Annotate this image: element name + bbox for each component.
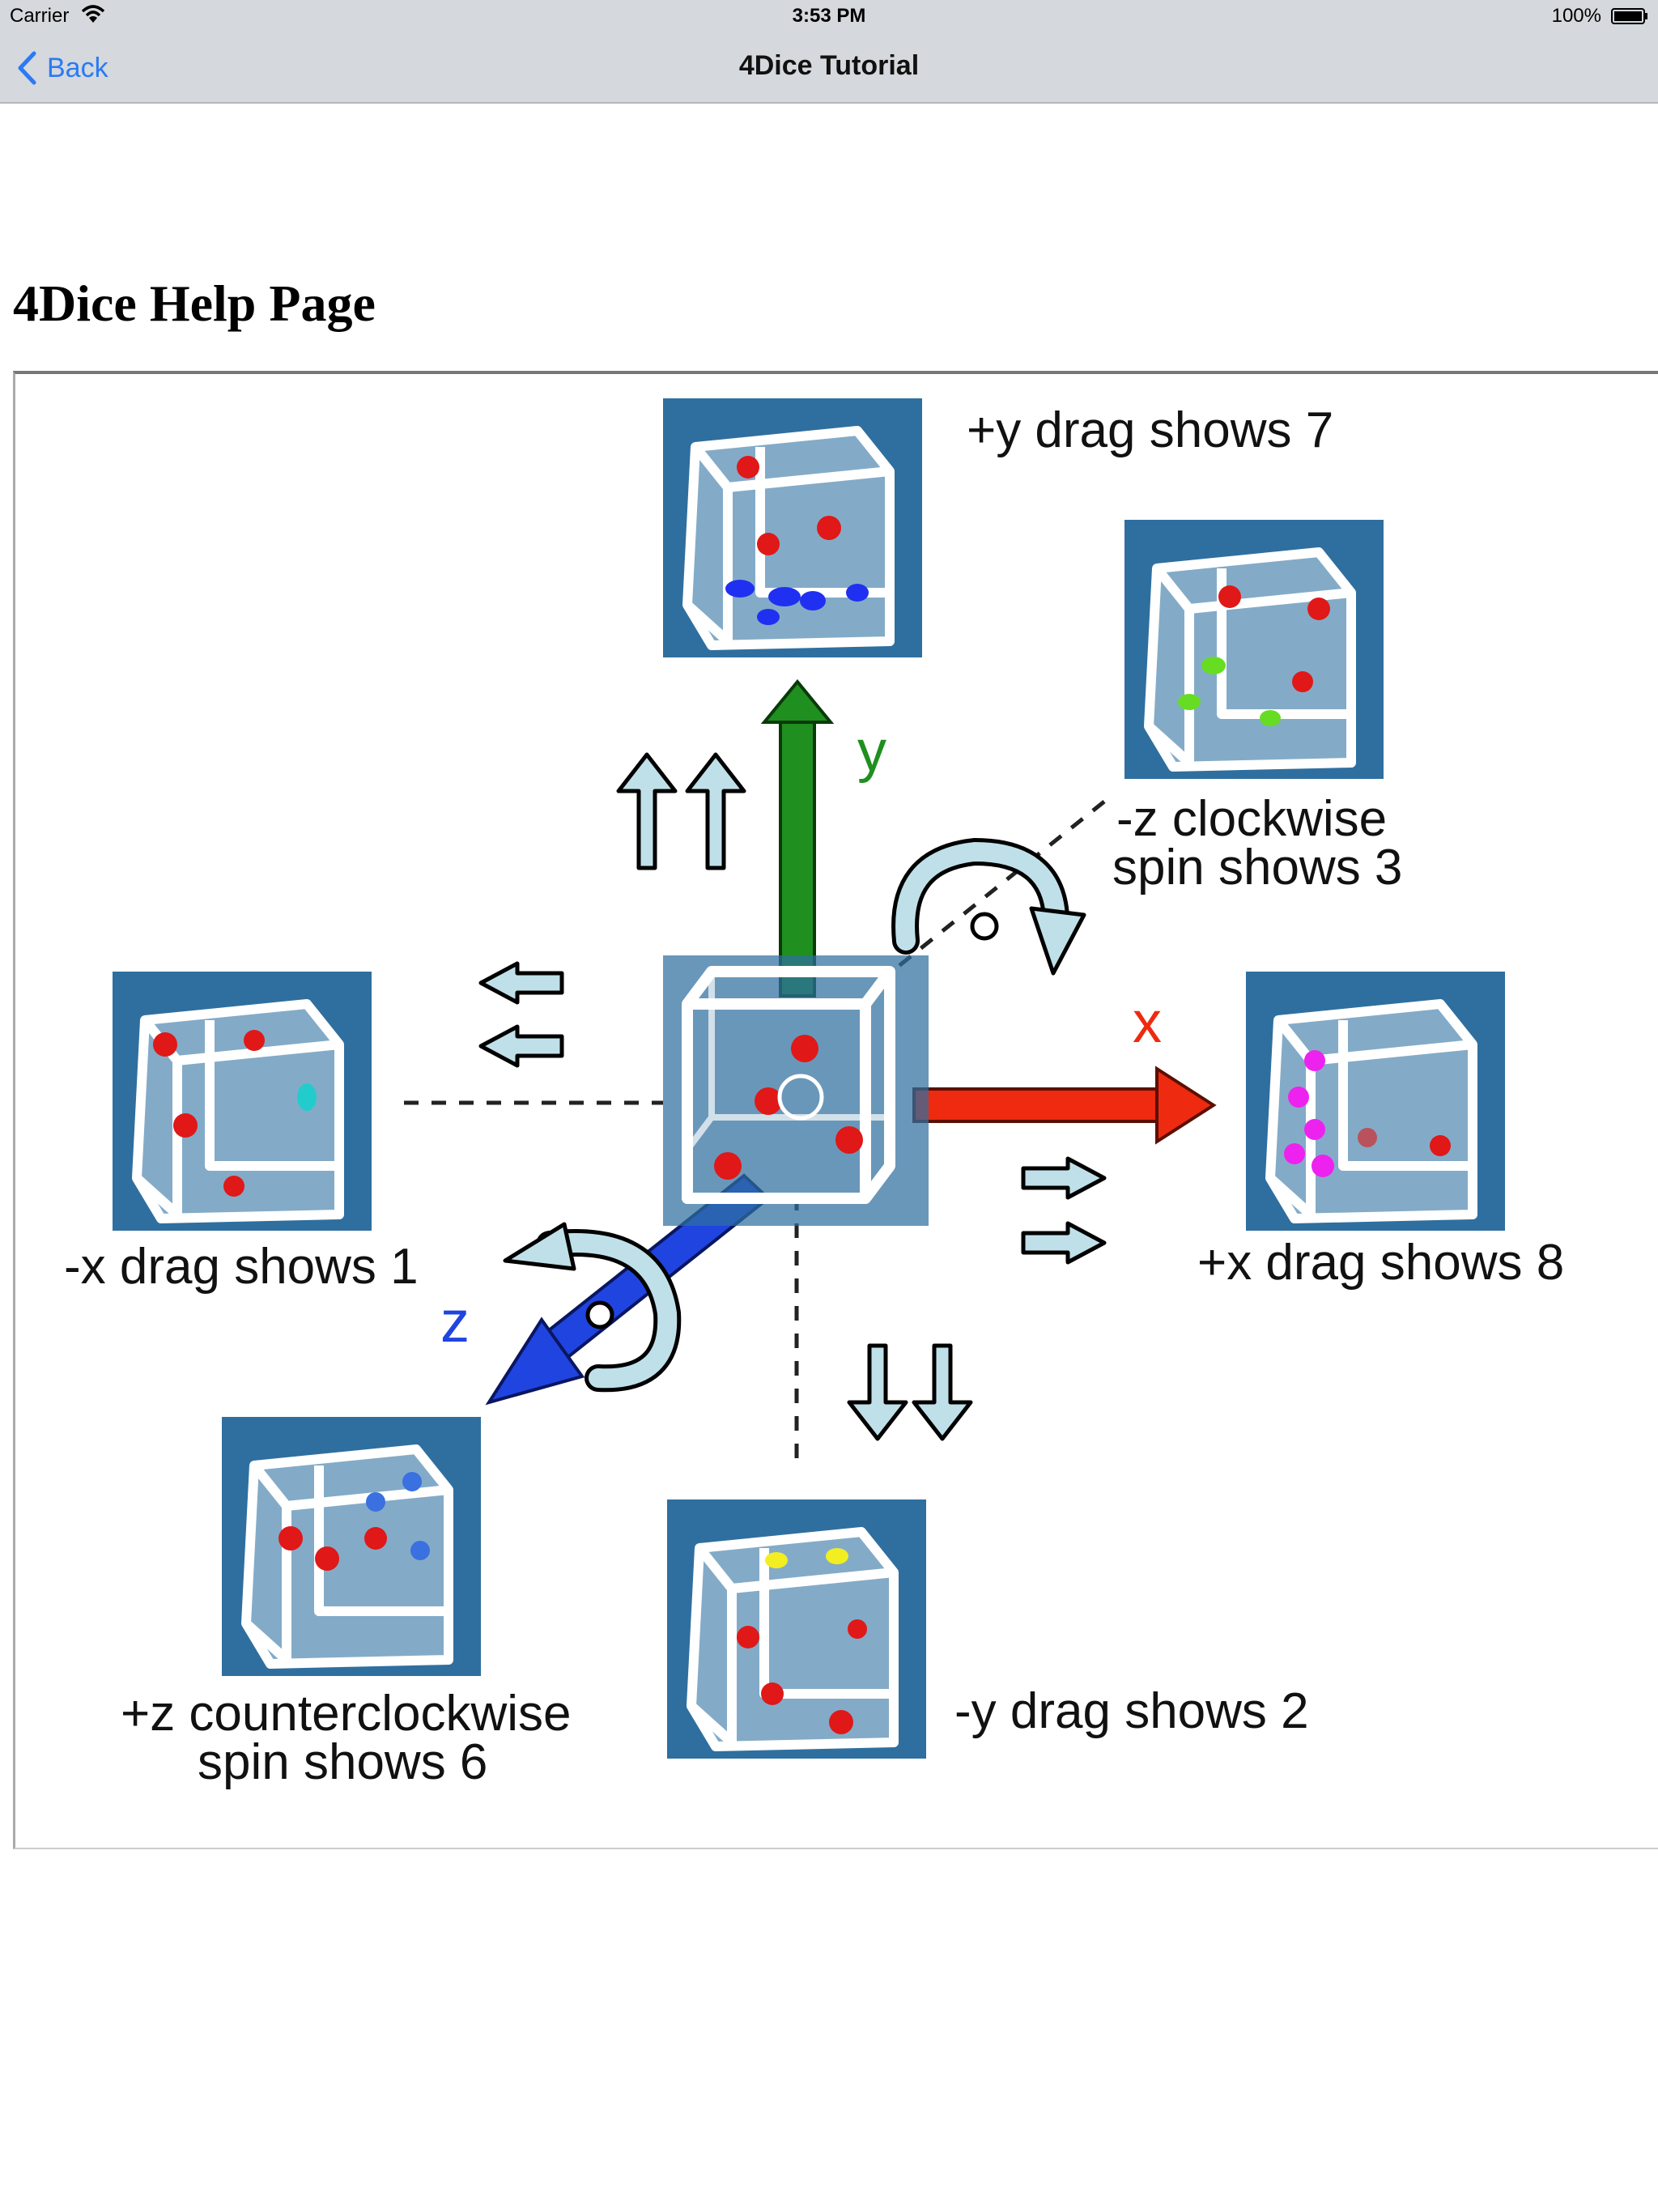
- double-up-arrow-icon: [616, 752, 746, 870]
- double-right-arrow-icon: [1021, 1156, 1107, 1265]
- center-die: [663, 955, 929, 1226]
- plus-y-label: +y drag shows 7: [967, 402, 1333, 458]
- y-axis-label: y: [857, 719, 886, 784]
- minus-y-label: -y drag shows 2: [954, 1683, 1309, 1739]
- plus-y-die: [663, 398, 922, 657]
- plus-x-label: +x drag shows 8: [1197, 1235, 1564, 1291]
- back-button[interactable]: Back: [16, 49, 108, 87]
- plus-x-die: [1246, 972, 1505, 1231]
- nav-title: 4Dice Tutorial: [738, 50, 920, 81]
- battery-icon: [1611, 8, 1647, 24]
- navigation-bar: Back 4Dice Tutorial: [0, 32, 1658, 104]
- battery-percentage: 100%: [1551, 5, 1601, 27]
- minus-z-label-line1: -z clockwise: [1116, 791, 1387, 847]
- minus-y-die: [667, 1499, 926, 1759]
- status-time: 3:53 PM: [792, 5, 866, 27]
- plus-z-die: [222, 1417, 481, 1676]
- dashed-guides: [404, 800, 1106, 1471]
- back-button-label: Back: [47, 52, 108, 83]
- minus-z-die: [1124, 520, 1384, 779]
- double-down-arrow-icon: [847, 1343, 973, 1441]
- double-left-arrow-icon: [478, 961, 564, 1068]
- minus-x-die: [113, 972, 372, 1231]
- y-axis-arrow: [760, 678, 835, 998]
- chevron-left-icon: [18, 51, 36, 85]
- wifi-icon: [81, 5, 105, 23]
- rotation-diagram: y x z +y drag shows 7: [64, 374, 1564, 1790]
- x-axis-arrow: [912, 1066, 1217, 1145]
- counterclockwise-spin-icon: [503, 1222, 682, 1393]
- minus-x-label: -x drag shows 1: [64, 1239, 419, 1295]
- tutorial-figure: y x z +y drag shows 7: [13, 371, 1658, 1849]
- x-axis-label: x: [1133, 990, 1162, 1055]
- z-axis-label: z: [440, 1290, 470, 1355]
- page-heading: 4Dice Help Page: [13, 274, 376, 332]
- status-bar: Carrier 3:53 PM 100%: [0, 0, 1658, 32]
- clockwise-spin-icon: [891, 837, 1086, 976]
- plus-z-label-line1: +z counterclockwise: [121, 1686, 572, 1742]
- minus-z-label-line2: spin shows 3: [1112, 840, 1402, 895]
- carrier-label: Carrier: [10, 5, 70, 27]
- plus-z-label-line2: spin shows 6: [198, 1734, 487, 1790]
